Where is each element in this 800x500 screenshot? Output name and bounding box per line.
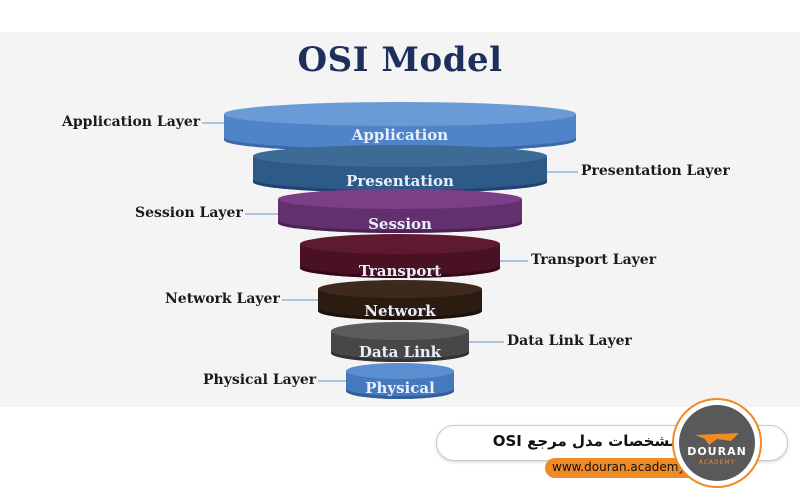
plane-icon (695, 433, 739, 445)
layer-name-transport: Transport (359, 262, 441, 280)
layer-disk-application: Application (224, 102, 576, 152)
layer-name-physical: Physical (365, 379, 435, 397)
layer-name-data-link: Data Link (359, 343, 442, 361)
layer-rim (346, 388, 454, 399)
layer-top (318, 280, 482, 298)
layer-disk-session: Session (278, 189, 522, 233)
layer-disk-data-link: Data Link (331, 322, 469, 362)
layer-disk-network: Network (318, 280, 482, 320)
layer-name-application: Application (351, 126, 448, 144)
layer-top (278, 189, 522, 209)
layer-rim (278, 220, 522, 233)
layer-name-session: Session (368, 215, 432, 233)
side-label-transport: Transport Layer (531, 252, 657, 268)
layer-rim (318, 308, 482, 320)
url-bar (545, 458, 713, 478)
side-label-network: Network Layer (165, 291, 280, 307)
side-label-physical: Physical Layer (203, 372, 317, 388)
layer-top (346, 363, 454, 379)
layer-name-network: Network (364, 302, 436, 320)
side-label-data-link: Data Link Layer (507, 333, 632, 349)
layer-name-presentation: Presentation (346, 172, 454, 190)
layer-body (346, 371, 454, 399)
layer-rim (253, 179, 547, 193)
layer-rim (300, 265, 500, 278)
caption-text: مشخصات مدل مرجع OSI (492, 432, 679, 450)
layer-rim (331, 350, 469, 362)
layer-top (224, 102, 576, 126)
layer-top (300, 234, 500, 254)
logo-subtitle: ACADEMY (698, 459, 736, 466)
website-url[interactable]: www.douran.academy (552, 460, 686, 474)
diagram-title: OSI Model (297, 40, 503, 80)
side-label-presentation: Presentation Layer (581, 163, 730, 179)
layer-disk-transport: Transport (300, 234, 500, 280)
layer-top (331, 322, 469, 340)
logo-name: DOURAN (687, 445, 747, 458)
layer-top (253, 145, 547, 167)
layer-disk-presentation: Presentation (253, 145, 547, 193)
side-label-session: Session Layer (135, 205, 243, 221)
side-label-application: Application Layer (62, 114, 201, 130)
layer-disk-physical: Physical (346, 363, 454, 399)
douran-logo (679, 405, 755, 481)
